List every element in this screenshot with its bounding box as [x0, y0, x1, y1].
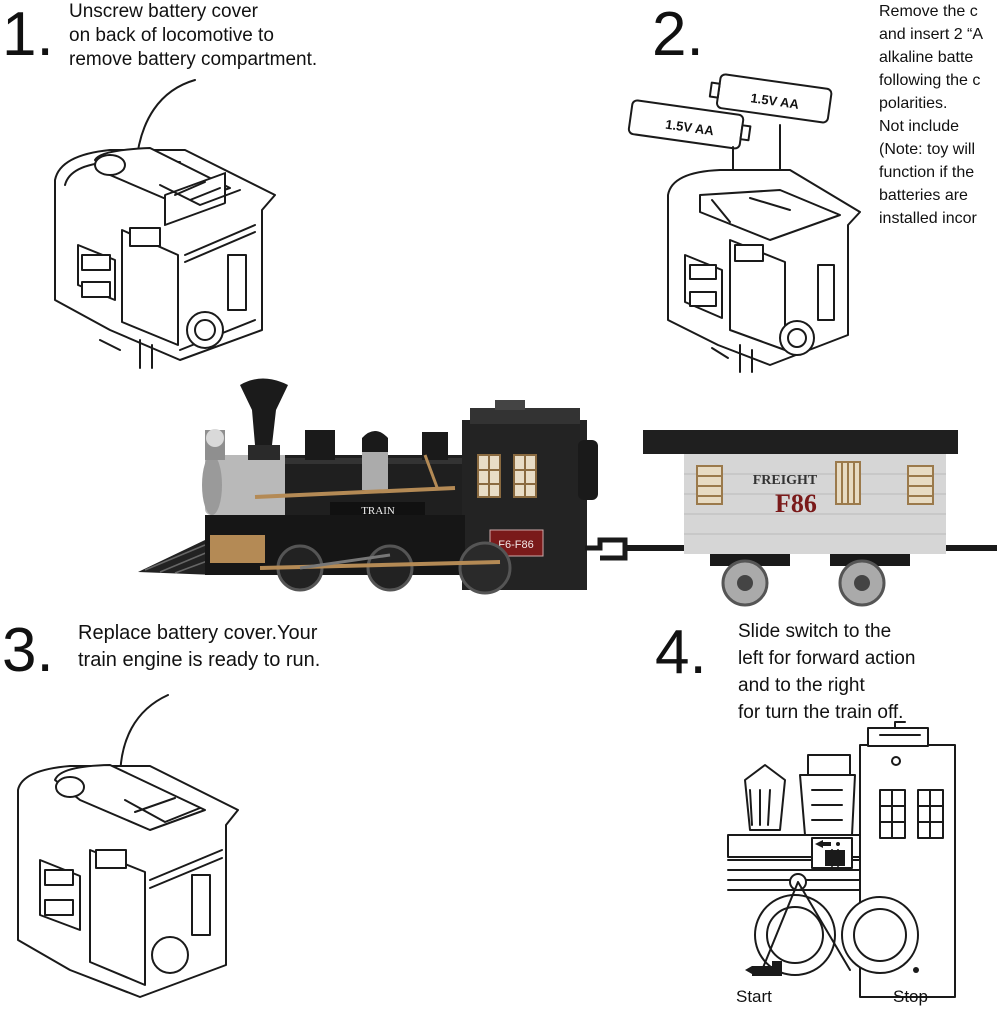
freight-car: FREIGHT F86: [643, 430, 997, 607]
step-4-line: left for forward action: [738, 648, 916, 669]
battery-2: 1.5V AA: [627, 99, 752, 150]
step-4-line: and to the right: [738, 675, 865, 696]
slide-switch: [811, 837, 853, 869]
step-3-text: Replace battery cover.Your train engine …: [78, 620, 320, 674]
battery-1-label: 1.5V AA: [750, 90, 801, 112]
locomotive: TRAIN F6-F86: [138, 378, 690, 595]
step-1-line: on back of locomotive to: [69, 25, 274, 46]
start-train-icon: [745, 961, 782, 976]
step-4-line: for turn the train off.: [738, 702, 904, 723]
locomotive-rear-closed-drawing: [17, 764, 239, 998]
freight-car-number: F86: [775, 489, 817, 518]
step-2-number: 2.: [652, 0, 704, 69]
step-1-number: 1.: [2, 0, 54, 69]
step-3-line: train engine is ready to run.: [78, 649, 321, 671]
step-2-line: and insert 2 “A: [879, 26, 984, 43]
step-2-line: batteries are: [879, 187, 968, 204]
step-4-line: Slide switch to the: [738, 621, 892, 642]
step-1-line: Unscrew battery cover: [69, 1, 259, 22]
stop-dot-icon: [913, 967, 919, 973]
step-2-line: (Note: toy will: [879, 141, 976, 158]
locomotive-side-drawing: [727, 721, 956, 998]
step-2-line: Remove the c: [879, 3, 978, 20]
freight-car-label: FREIGHT: [753, 473, 818, 488]
step-4-number: 4.: [655, 618, 707, 687]
step-3-number: 3.: [2, 616, 54, 685]
locomotive-label: TRAIN: [361, 505, 395, 517]
step-2-line: function if the: [879, 164, 975, 181]
step-2-text: Remove the c and insert 2 “A alkaline ba…: [879, 0, 983, 230]
cab-window: [477, 454, 537, 498]
battery-2-label: 1.5V AA: [665, 117, 716, 139]
switch-stop-label: Stop: [893, 987, 928, 1006]
battery-1: 1.5V AA: [708, 73, 833, 124]
step-1-line: remove battery compartment.: [69, 49, 318, 70]
step-2-line: alkaline batte: [879, 49, 974, 66]
step-2-line: following the c: [879, 72, 981, 89]
step-2-line: polarities.: [879, 95, 948, 112]
step-3-line: Replace battery cover.Your: [78, 622, 318, 644]
locomotive-rear-open-drawing: [667, 169, 861, 373]
step-2-line: installed incor: [879, 210, 977, 227]
locomotive-rear-drawing: [54, 147, 276, 369]
step-1-text: Unscrew battery cover on back of locomot…: [69, 0, 317, 72]
switch-start-label: Start: [736, 987, 772, 1006]
locomotive-plate: F6-F86: [498, 539, 533, 551]
step-2-line: Not include: [879, 118, 960, 135]
step-4-text: Slide switch to the left for forward act…: [738, 618, 915, 726]
